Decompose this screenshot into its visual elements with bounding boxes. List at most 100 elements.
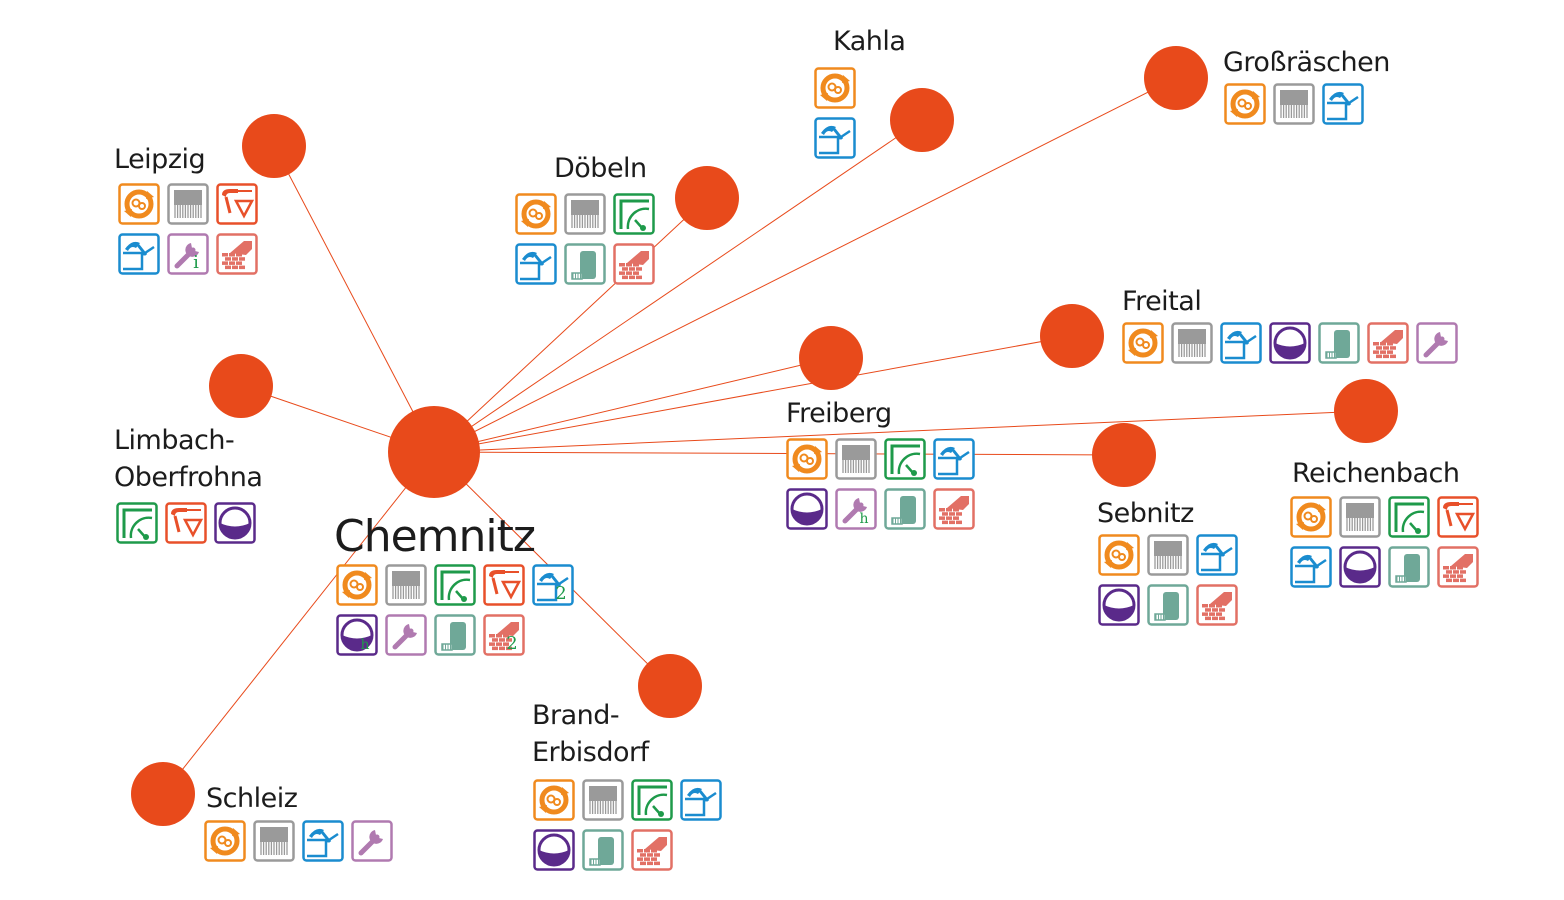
city-node-leipzig	[242, 114, 306, 178]
city-label-reichenbach: Reichenbach	[1292, 458, 1460, 489]
city-node-limbach	[209, 354, 273, 418]
city-node-brand-erbisdorf	[638, 654, 702, 718]
bricks-icon	[631, 829, 673, 871]
city-node-reichenbach	[1334, 379, 1398, 443]
tank-icon	[1339, 546, 1381, 588]
city-label-leipzig: Leipzig	[114, 144, 206, 175]
city-label-schleiz: Schleiz	[206, 783, 298, 814]
filter-icon	[582, 779, 624, 821]
tank-icon	[1098, 584, 1140, 626]
tank-icon	[533, 829, 575, 871]
icon-group-sebnitz	[1098, 534, 1238, 626]
city-node-schleiz	[131, 762, 195, 826]
connection-line-reichenbach	[433, 410, 1367, 453]
column-icon	[1318, 322, 1360, 364]
excavator-icon: 2	[532, 564, 574, 606]
bricks-icon	[1367, 322, 1409, 364]
column-icon	[884, 488, 926, 530]
bricks-icon	[1196, 584, 1238, 626]
icon-group-reichenbach	[1290, 496, 1479, 588]
icon-group-kahla	[814, 67, 856, 159]
wrench-icon: i	[167, 233, 209, 275]
icon-group-grossraeschen	[1224, 83, 1364, 125]
icon-group-doebeln	[515, 193, 655, 285]
icon-group-leipzig: i	[118, 183, 258, 275]
column-icon	[434, 614, 476, 656]
city-label-sebnitz: Sebnitz	[1097, 498, 1194, 529]
city-label-freiberg: Freiberg	[786, 398, 892, 429]
excavator-icon	[1290, 546, 1332, 588]
recycling-icon	[1224, 83, 1266, 125]
connection-line-sebnitz	[433, 451, 1125, 456]
city-node-freiberg	[799, 326, 863, 390]
city-node-chemnitz	[388, 406, 480, 498]
icon-badge: h	[859, 511, 868, 527]
bricks-icon	[613, 243, 655, 285]
city-node-kahla	[890, 88, 954, 152]
icon-badge: i	[193, 252, 199, 273]
filter-icon	[1147, 534, 1189, 576]
tank-icon	[214, 502, 256, 544]
connection-lines	[162, 77, 1367, 795]
excavator-icon	[933, 438, 975, 480]
wrench-icon	[385, 614, 427, 656]
city-label-doebeln: Döbeln	[554, 153, 647, 184]
icon-badge: 2	[506, 633, 517, 654]
icon-group-freiberg: h	[786, 438, 975, 530]
bricks-icon	[933, 488, 975, 530]
column-icon	[582, 829, 624, 871]
excavator-icon	[118, 233, 160, 275]
icon-badge: h	[360, 637, 369, 653]
meter-icon	[631, 779, 673, 821]
wrench-icon: h	[835, 488, 877, 530]
filter-icon	[253, 820, 295, 862]
recycling-icon	[1098, 534, 1140, 576]
icon-group-chemnitz: 2 h 2	[336, 564, 574, 656]
excavator-icon	[1220, 322, 1262, 364]
wrench-icon	[1416, 322, 1458, 364]
icon-group-freital	[1122, 322, 1458, 364]
column-icon	[564, 243, 606, 285]
city-node-sebnitz	[1092, 423, 1156, 487]
bricks-icon	[216, 233, 258, 275]
tank-icon: h	[336, 614, 378, 656]
city-node-grossraeschen	[1144, 46, 1208, 110]
recycling-icon	[1122, 322, 1164, 364]
filter-icon	[835, 438, 877, 480]
city-label-kahla: Kahla	[833, 26, 906, 57]
recycling-icon	[1290, 496, 1332, 538]
meter-icon	[434, 564, 476, 606]
valve-icon	[1437, 496, 1479, 538]
valve-icon	[216, 183, 258, 225]
city-nodes	[131, 46, 1398, 826]
excavator-icon	[1196, 534, 1238, 576]
tank-icon	[786, 488, 828, 530]
meter-icon	[116, 502, 158, 544]
recycling-icon	[118, 183, 160, 225]
connection-line-leipzig	[273, 145, 435, 453]
recycling-icon	[515, 193, 557, 235]
filter-icon	[167, 183, 209, 225]
filter-icon	[1339, 496, 1381, 538]
recycling-icon	[204, 820, 246, 862]
valve-icon	[483, 564, 525, 606]
excavator-icon	[1322, 83, 1364, 125]
meter-icon	[613, 193, 655, 235]
filter-icon	[1273, 83, 1315, 125]
city-label-grossraeschen: Großräschen	[1223, 47, 1390, 78]
filter-icon	[385, 564, 427, 606]
city-label-brand-erbisdorf: Brand- Erbisdorf	[532, 700, 649, 768]
excavator-icon	[814, 117, 856, 159]
city-label-chemnitz: Chemnitz	[334, 511, 536, 562]
filter-icon	[564, 193, 606, 235]
excavator-icon	[302, 820, 344, 862]
meter-icon	[1388, 496, 1430, 538]
city-node-freital	[1040, 304, 1104, 368]
connection-line-freital	[433, 335, 1073, 453]
excavator-icon	[515, 243, 557, 285]
tank-icon	[1269, 322, 1311, 364]
icon-badge: 2	[555, 583, 566, 604]
connection-line-freiberg	[433, 357, 832, 453]
excavator-icon	[680, 779, 722, 821]
